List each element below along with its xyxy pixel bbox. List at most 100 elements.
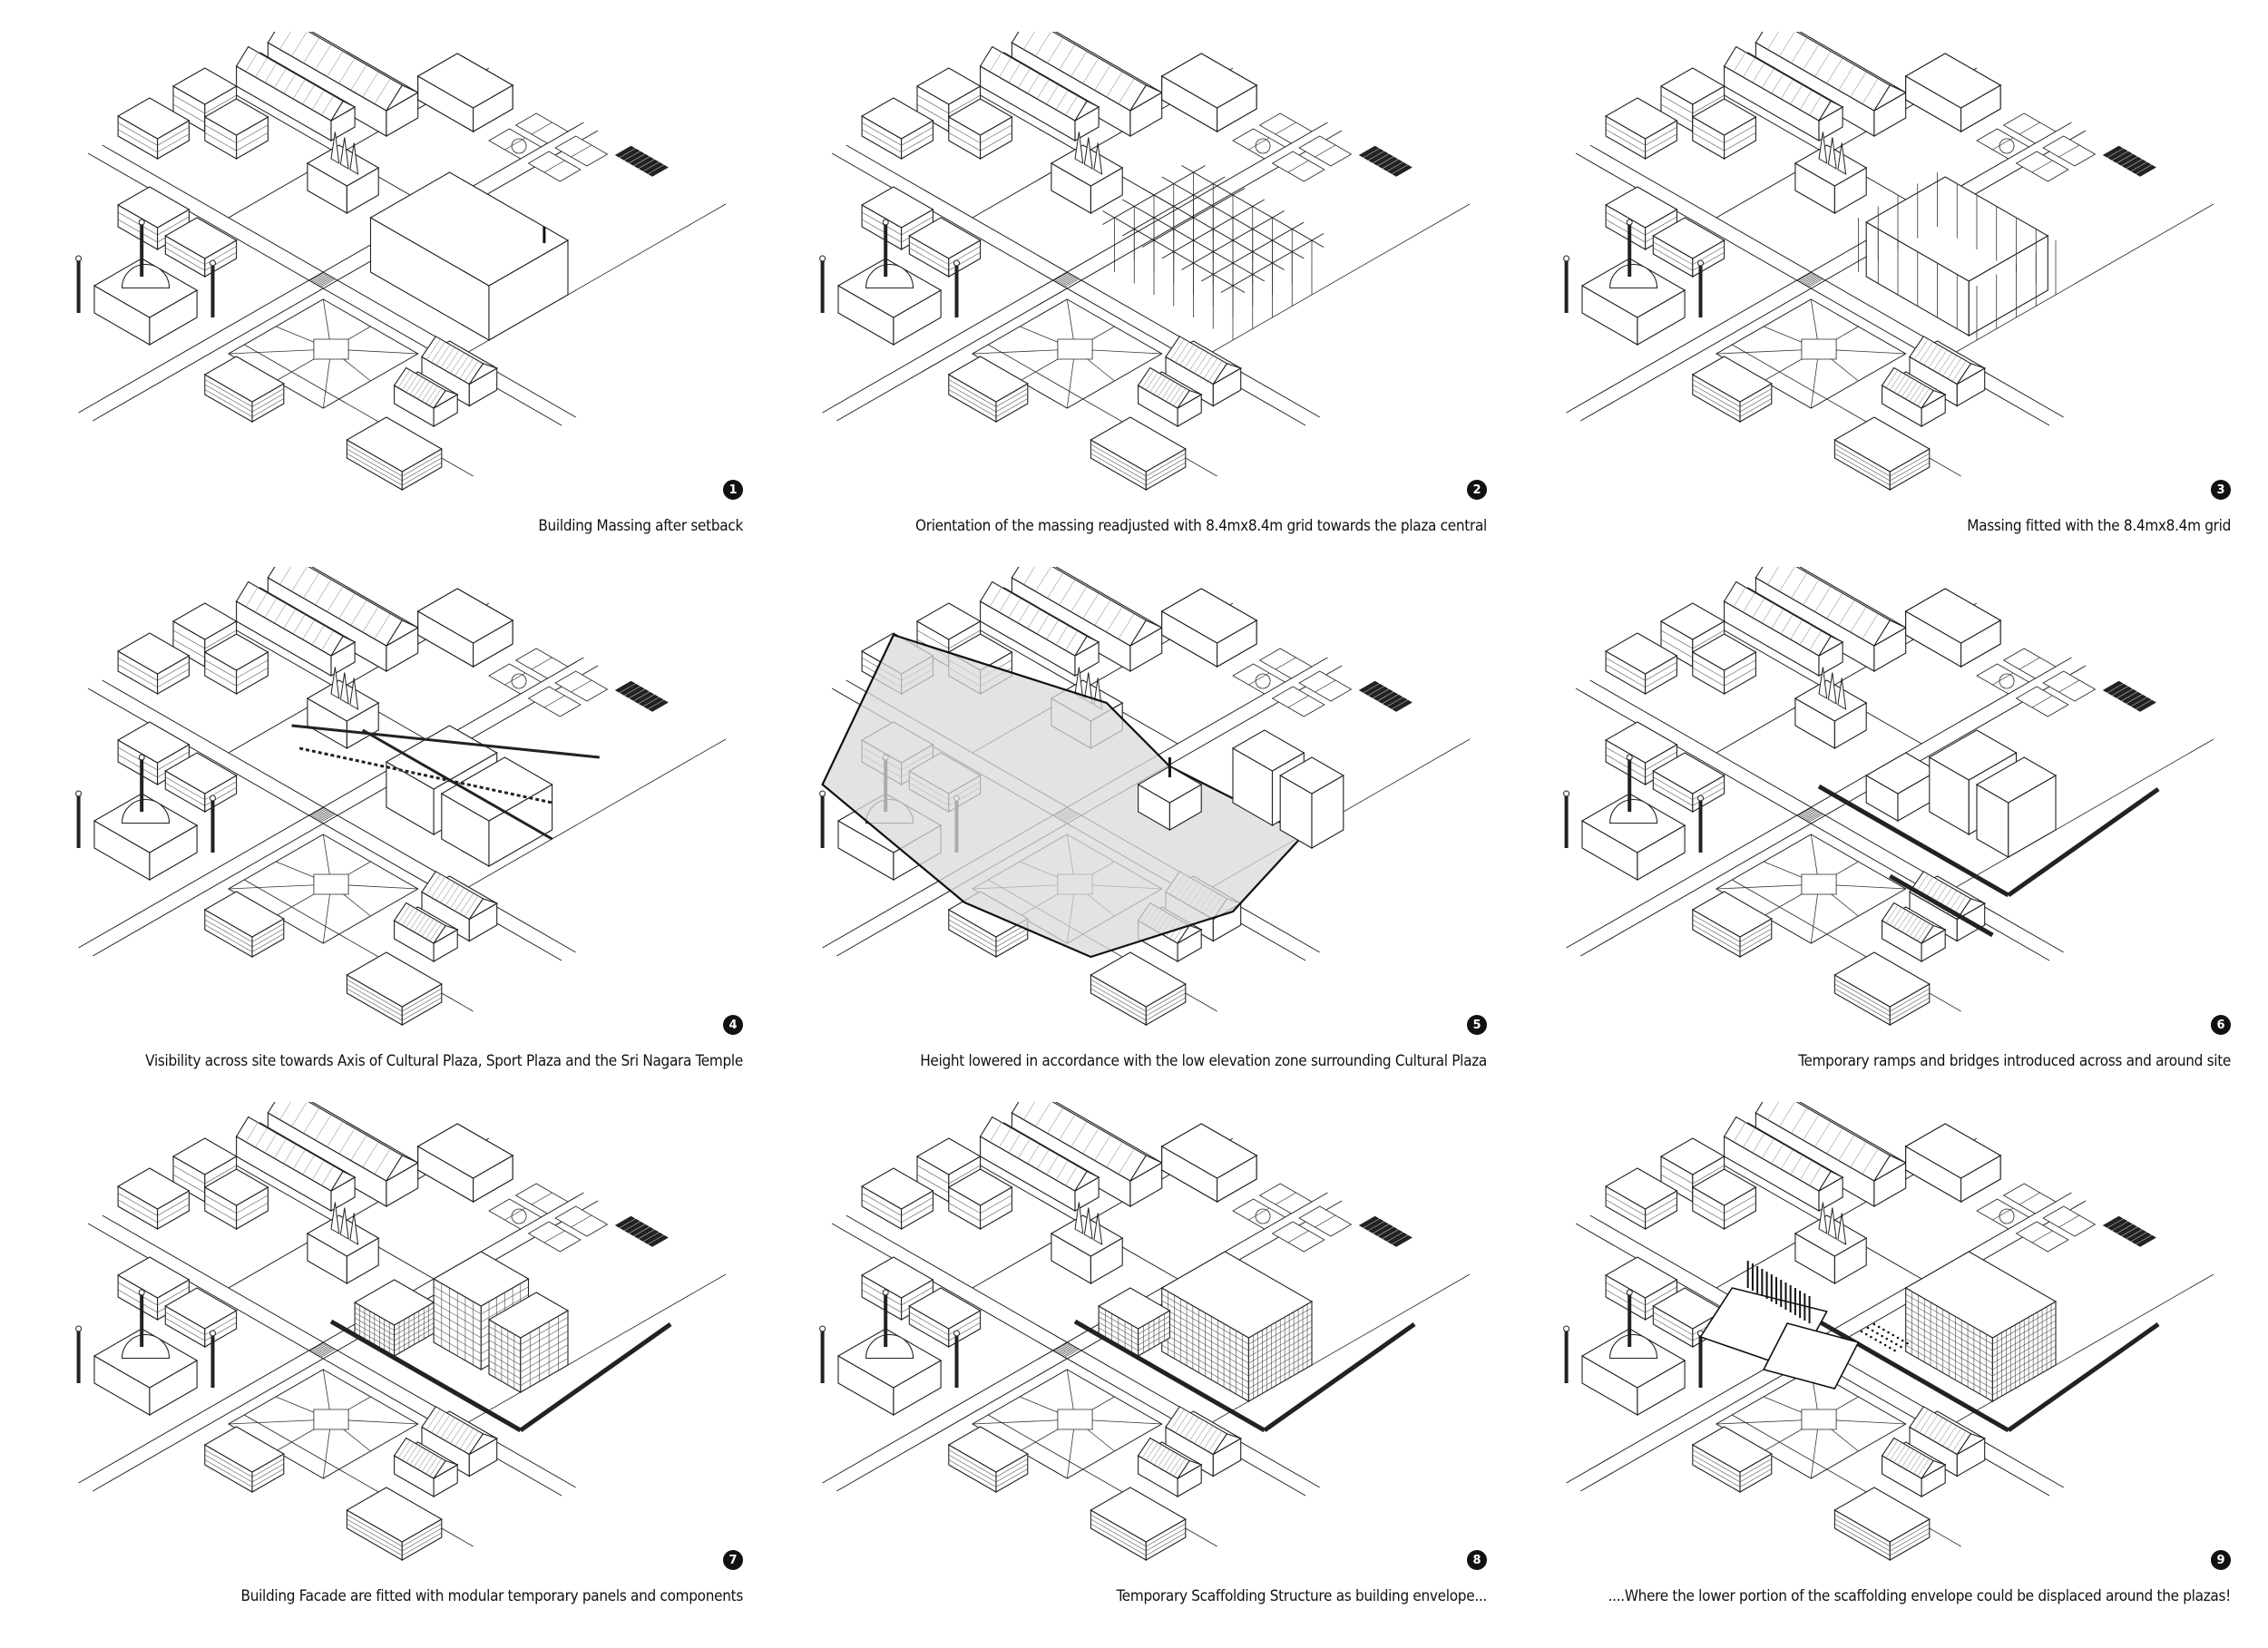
apartment-block xyxy=(346,416,443,491)
site-intervention xyxy=(369,171,570,341)
minaret-cap xyxy=(953,259,960,267)
isometric-drawing xyxy=(32,1102,748,1574)
apartment-block xyxy=(203,356,285,423)
terrace-building xyxy=(1723,45,1844,141)
sport-plaza xyxy=(1232,112,1353,182)
shophouse-block xyxy=(860,97,934,160)
crosswalk xyxy=(309,807,325,816)
crosswalk xyxy=(1806,813,1822,822)
tower-massing xyxy=(1975,756,2058,858)
crosswalk xyxy=(311,1343,327,1352)
sri-nagara-temple xyxy=(1794,132,1868,214)
sri-nagara-temple xyxy=(1794,1202,1868,1284)
crosswalk xyxy=(1800,809,1815,818)
tower-massing xyxy=(1279,756,1344,849)
crosswalk xyxy=(1058,1345,1073,1354)
warehouse-building xyxy=(1137,366,1203,427)
urban-context xyxy=(819,1102,1471,1561)
apartment-block xyxy=(1090,416,1187,491)
apartment-block xyxy=(1833,1487,1931,1561)
site-intervention xyxy=(291,724,600,867)
warehouse-building xyxy=(1881,1437,1947,1497)
warehouse-building xyxy=(393,902,459,962)
isometric-drawing xyxy=(776,567,1492,1039)
crosswalk xyxy=(316,1346,331,1355)
solar-panel-array xyxy=(2102,145,2157,177)
apartment-block xyxy=(1833,951,1931,1026)
crosswalk xyxy=(1053,1342,1069,1351)
mosque-dome xyxy=(1608,1333,1658,1360)
site-intervention xyxy=(1858,172,2057,340)
minaret-cap xyxy=(75,1325,83,1332)
shophouse-block xyxy=(1604,721,1678,785)
crosswalk xyxy=(1808,278,1823,288)
isometric-drawing xyxy=(32,32,748,503)
crosswalk xyxy=(316,276,331,285)
apartment-block xyxy=(346,951,443,1026)
temporary-bridge xyxy=(519,1321,672,1433)
court-circle xyxy=(1999,673,2015,689)
urban-context xyxy=(75,32,727,491)
street-edge xyxy=(212,1151,435,1280)
cultural-plaza xyxy=(227,298,419,409)
crosswalk xyxy=(320,1349,336,1358)
shophouse-block xyxy=(203,1168,269,1230)
warehouse-building xyxy=(1908,336,1987,407)
sport-plaza xyxy=(488,648,609,717)
structural-grid xyxy=(1858,172,2057,340)
isometric-svg xyxy=(819,567,1471,1026)
sight-axis-line xyxy=(298,746,552,804)
shophouse-block xyxy=(1691,633,1757,695)
panel-caption: Building Facade are fitted with modular … xyxy=(240,1587,744,1605)
warehouse-building xyxy=(393,1437,459,1497)
crosswalk xyxy=(1800,274,1815,283)
crosswalk xyxy=(318,278,334,287)
minaret-cap xyxy=(1626,219,1633,226)
crosswalk xyxy=(318,277,333,286)
mosque-dome xyxy=(121,263,171,289)
cultural-plaza xyxy=(971,1369,1163,1479)
minaret-cap xyxy=(819,255,826,262)
sport-plaza xyxy=(1976,1183,2097,1253)
sri-nagara-temple xyxy=(306,1202,380,1284)
crosswalk xyxy=(1806,278,1822,287)
facade-panel-block xyxy=(353,1279,435,1357)
sight-axis-line xyxy=(291,724,600,759)
warehouse-building xyxy=(420,1406,499,1477)
lowered-massing xyxy=(1137,765,1203,831)
scaffolding-envelope xyxy=(1904,1251,2058,1402)
terrace-building xyxy=(1723,580,1844,677)
scaffolding-envelope xyxy=(1160,1251,1314,1402)
mosque xyxy=(75,754,216,881)
solar-panel-array xyxy=(614,680,670,712)
mosque-dome xyxy=(865,1333,914,1360)
cultural-plaza xyxy=(1715,834,1907,944)
sport-plaza xyxy=(488,1183,609,1253)
street-edge xyxy=(1700,1151,1922,1280)
minaret-cap xyxy=(1697,259,1704,267)
market-hall-building xyxy=(1160,588,1258,668)
urban-context xyxy=(75,567,727,1026)
solar-panel-array xyxy=(614,145,670,177)
panel-step-9: 9 ....Where the lower portion of the sca… xyxy=(1520,1102,2236,1605)
warehouse-building xyxy=(420,871,499,942)
panel-step-5: 5 Height lowered in accordance with the … xyxy=(776,567,1492,1070)
sight-axis-line xyxy=(362,728,553,841)
shophouse-block xyxy=(116,632,191,695)
cultural-plaza xyxy=(1715,1369,1907,1479)
crosswalk xyxy=(1797,272,1813,281)
crosswalk xyxy=(1797,807,1813,816)
minaret-cap xyxy=(953,1330,960,1337)
displaced-scaffolding-pavilions xyxy=(1699,1261,1909,1390)
isometric-drawing xyxy=(776,1102,1492,1574)
crosswalk xyxy=(316,811,331,820)
market-hall-building xyxy=(1904,588,2002,668)
terrace-building xyxy=(979,580,1100,677)
apartment-block xyxy=(346,1487,443,1561)
step-number-badge: 7 xyxy=(723,1550,743,1570)
sri-nagara-temple xyxy=(1050,1202,1124,1284)
long-terrace-building xyxy=(267,567,419,672)
long-terrace-building xyxy=(1011,32,1163,137)
street-edge xyxy=(212,616,435,745)
